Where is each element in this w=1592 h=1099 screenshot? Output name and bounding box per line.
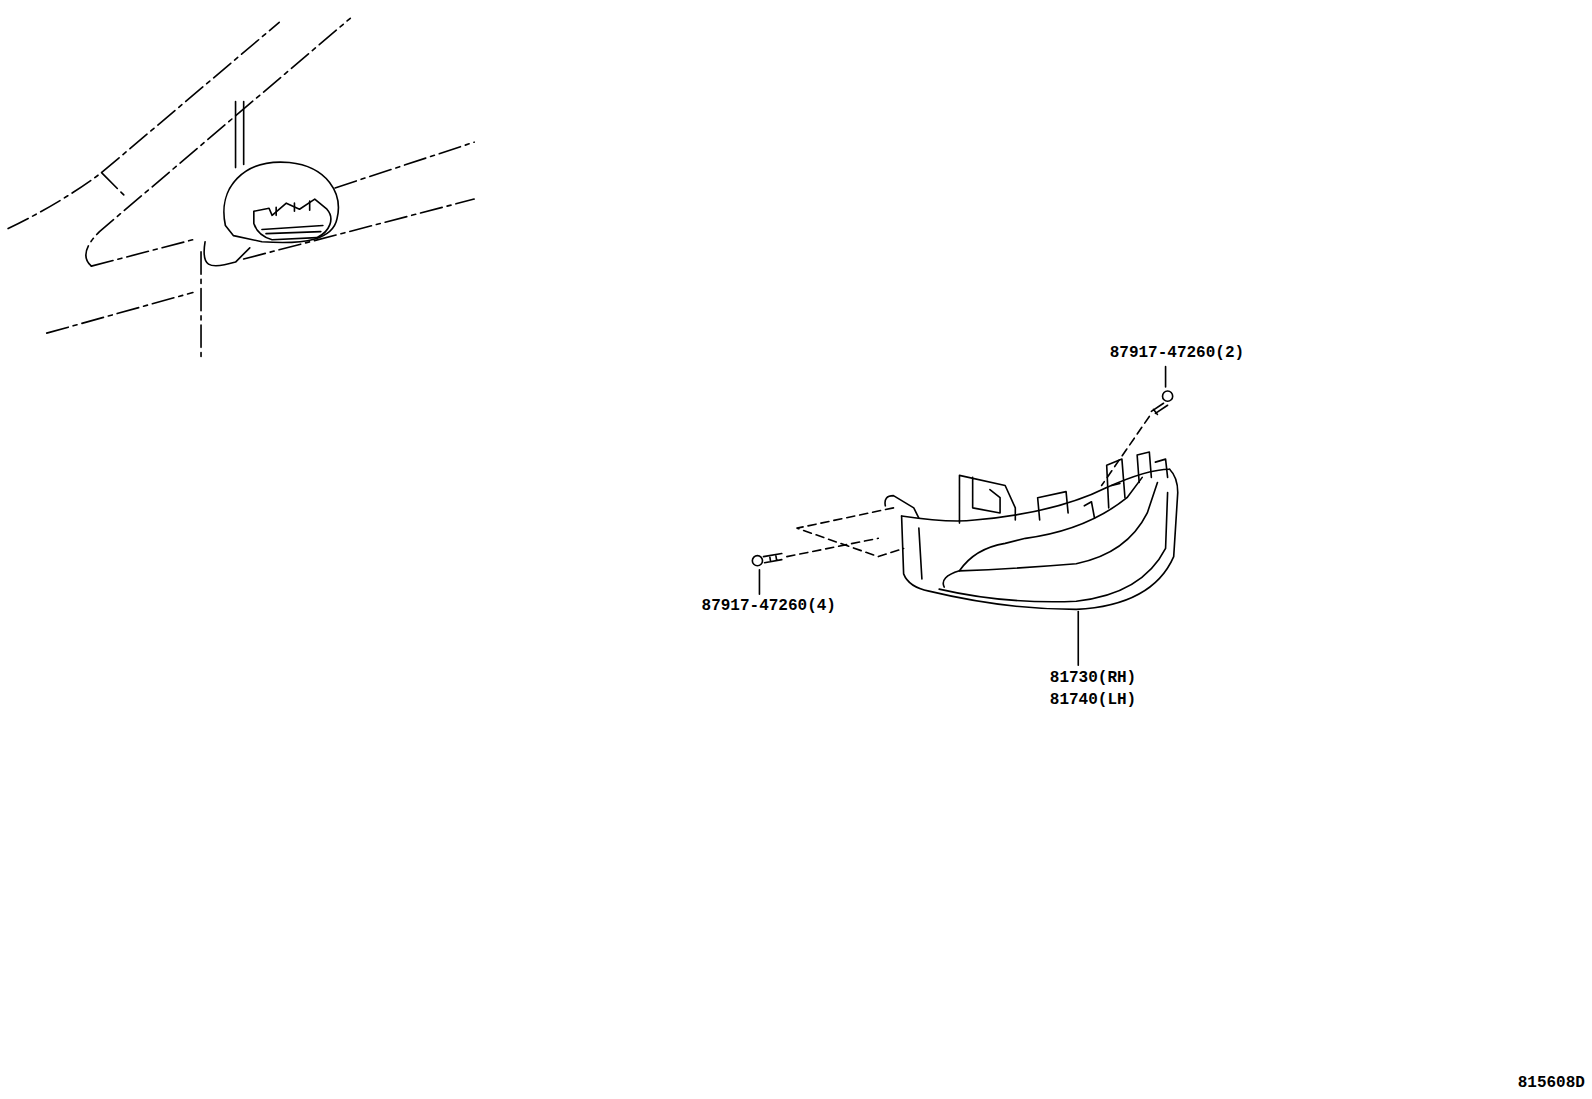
- leader-line: [1077, 611, 1079, 665]
- part-number: 815608D: [1517, 1074, 1586, 1093]
- part-number: 87917-47260(2): [1109, 344, 1245, 363]
- mirror-housing: [204, 162, 338, 266]
- side-turn-lamp: [885, 452, 1178, 609]
- install-line: [787, 416, 1149, 556]
- vehicle-outline: [8, 18, 474, 360]
- part-number: 81730(RH): [1049, 669, 1137, 688]
- leader-line: [759, 570, 761, 594]
- screw: [752, 554, 781, 566]
- leader-line: [1165, 367, 1167, 387]
- part-number: 81740(LH): [1049, 691, 1137, 710]
- part-number: 87917-47260(4): [701, 597, 837, 616]
- door-pillar: [236, 102, 244, 168]
- screw: [1151, 391, 1172, 414]
